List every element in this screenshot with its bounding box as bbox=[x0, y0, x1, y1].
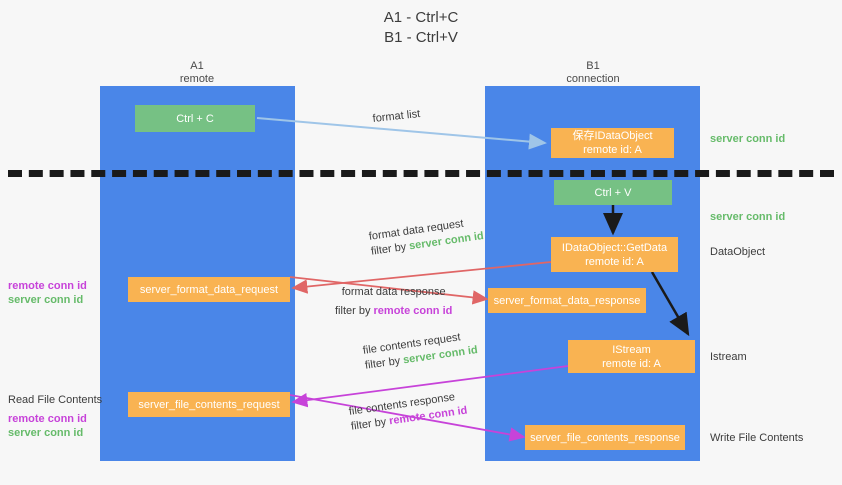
left-note-remote-conn-id-2: remote conn id bbox=[8, 413, 87, 425]
left-note-server-conn-id-1: server conn id bbox=[8, 294, 84, 306]
left-note-conn-ids-2: remote conn id server conn id bbox=[8, 412, 87, 440]
edge-label-file-contents-response-filter-prefix: filter by bbox=[350, 415, 391, 433]
node-server-format-data-response[interactable]: server_format_data_response bbox=[488, 288, 646, 313]
right-note-server-conn-id-top: server conn id bbox=[710, 133, 786, 145]
node-istream-title: IStream bbox=[612, 343, 651, 356]
right-note-write-file-contents: Write File Contents bbox=[710, 432, 804, 444]
phase-divider bbox=[8, 170, 834, 177]
edge-label-format-data-response-text: format data response bbox=[341, 286, 446, 298]
node-ctrl-v[interactable]: Ctrl + V bbox=[554, 180, 672, 205]
edge-label-file-contents-request-filter-prefix: filter by bbox=[364, 354, 405, 372]
edge-label-format-data-request-filter-prefix: filter by bbox=[370, 240, 411, 258]
lane-header-a1: A1 remote bbox=[107, 60, 287, 86]
right-note-server-conn-id-mid: server conn id bbox=[710, 211, 786, 223]
edge-label-format-data-response-filter-prefix: filter by bbox=[335, 305, 374, 317]
edge-label-file-contents-request: file contents request filter by server c… bbox=[362, 328, 479, 374]
node-ctrl-c-label: Ctrl + C bbox=[176, 112, 214, 125]
node-server-file-contents-request[interactable]: server_file_contents_request bbox=[128, 392, 290, 417]
node-idataobject-getdata-title: IDataObject::GetData bbox=[561, 241, 668, 254]
node-server-file-contents-response[interactable]: server_file_contents_response bbox=[525, 425, 685, 450]
edge-label-format-list: format list bbox=[372, 107, 421, 127]
edge-label-format-data-response: format data response filter by remote co… bbox=[335, 285, 452, 319]
node-server-format-data-response-label: server_format_data_response bbox=[493, 294, 641, 307]
node-idataobject-getdata-id: remote id: A bbox=[585, 255, 644, 268]
node-istream-id: remote id: A bbox=[602, 357, 661, 370]
node-idataobject-getdata[interactable]: IDataObject::GetData remote id: A bbox=[551, 237, 678, 272]
title-line-2: B1 - Ctrl+V bbox=[384, 29, 458, 46]
left-note-conn-ids-1: remote conn id server conn id bbox=[8, 279, 87, 307]
page-title: A1 - Ctrl+C B1 - Ctrl+V bbox=[0, 8, 842, 48]
node-server-format-data-request[interactable]: server_format_data_request bbox=[128, 277, 290, 302]
left-note-remote-conn-id-1: remote conn id bbox=[8, 280, 87, 292]
lane-a1-name: A1 bbox=[190, 60, 204, 72]
right-note-dataobject: DataObject bbox=[710, 246, 766, 258]
edge-label-format-list-text: format list bbox=[372, 108, 421, 125]
node-server-file-contents-request-label: server_file_contents_request bbox=[138, 398, 280, 411]
left-note-read-file-contents: Read File Contents bbox=[8, 394, 103, 406]
node-server-format-data-request-label: server_format_data_request bbox=[139, 283, 279, 296]
node-idataobject-create-id: remote id: A bbox=[583, 144, 642, 156]
node-server-file-contents-response-label: server_file_contents_response bbox=[530, 431, 680, 444]
edge-label-format-data-request: format data request filter by server con… bbox=[368, 214, 485, 260]
title-line-1: A1 - Ctrl+C bbox=[383, 9, 459, 26]
edge-label-format-data-response-filter-value: remote conn id bbox=[373, 305, 453, 317]
node-idataobject-create-title: 保存IDataObject bbox=[572, 130, 653, 142]
lane-header-b1: B1 connection bbox=[503, 60, 683, 86]
lane-b1-name: B1 bbox=[586, 60, 600, 72]
node-istream[interactable]: IStream remote id: A bbox=[568, 340, 695, 373]
node-ctrl-c[interactable]: Ctrl + C bbox=[135, 105, 255, 132]
left-note-server-conn-id-2: server conn id bbox=[8, 427, 84, 439]
node-idataobject-create[interactable]: 保存IDataObject remote id: A bbox=[551, 128, 674, 158]
lane-a1-sub: remote bbox=[179, 73, 215, 85]
right-note-istream: Istream bbox=[710, 351, 747, 363]
lane-b1-sub: connection bbox=[566, 73, 620, 85]
edge-label-file-contents-response: file contents response filter by remote … bbox=[348, 389, 468, 435]
node-ctrl-v-label: Ctrl + V bbox=[594, 186, 632, 199]
